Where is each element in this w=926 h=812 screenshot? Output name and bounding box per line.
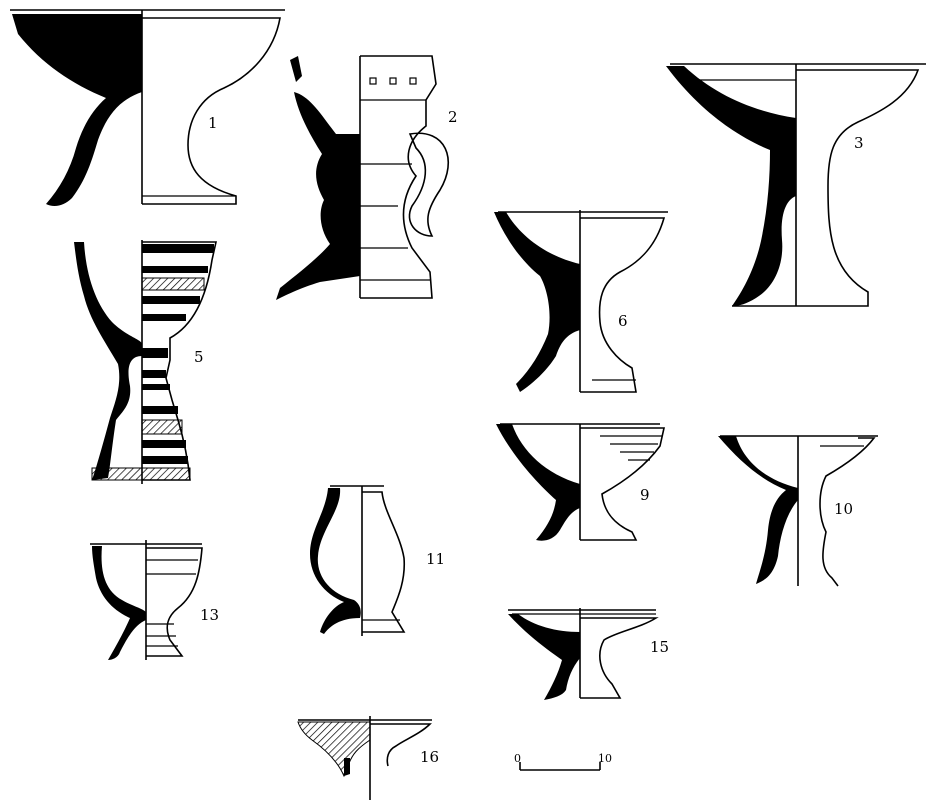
vessel-9: 9: [496, 423, 665, 541]
vessel-6: 6: [494, 210, 668, 393]
vessel-3: 3: [666, 63, 926, 307]
scale-end-label: 10: [598, 752, 612, 765]
vessel-10: 10: [718, 435, 878, 587]
label-6: 6: [618, 312, 628, 330]
label-15: 15: [650, 638, 669, 656]
vessel-2: 2: [276, 55, 458, 300]
label-11: 11: [426, 550, 445, 568]
vessel-15: 15: [508, 608, 669, 700]
vessel-1: 1: [10, 9, 285, 206]
vessel-13: 13: [90, 540, 219, 660]
vessel-11: 11: [310, 485, 445, 636]
vessel-5: 5: [74, 240, 217, 484]
scale-bar: 0 10: [514, 752, 612, 771]
scale-start-label: 0: [514, 752, 521, 765]
label-10: 10: [834, 500, 853, 518]
label-3: 3: [854, 134, 864, 152]
vessel-16: 16: [297, 716, 439, 800]
label-5: 5: [194, 348, 204, 366]
label-2: 2: [448, 108, 458, 126]
label-13: 13: [200, 606, 219, 624]
label-9: 9: [640, 486, 650, 504]
label-16: 16: [420, 748, 439, 766]
label-1: 1: [208, 114, 218, 132]
